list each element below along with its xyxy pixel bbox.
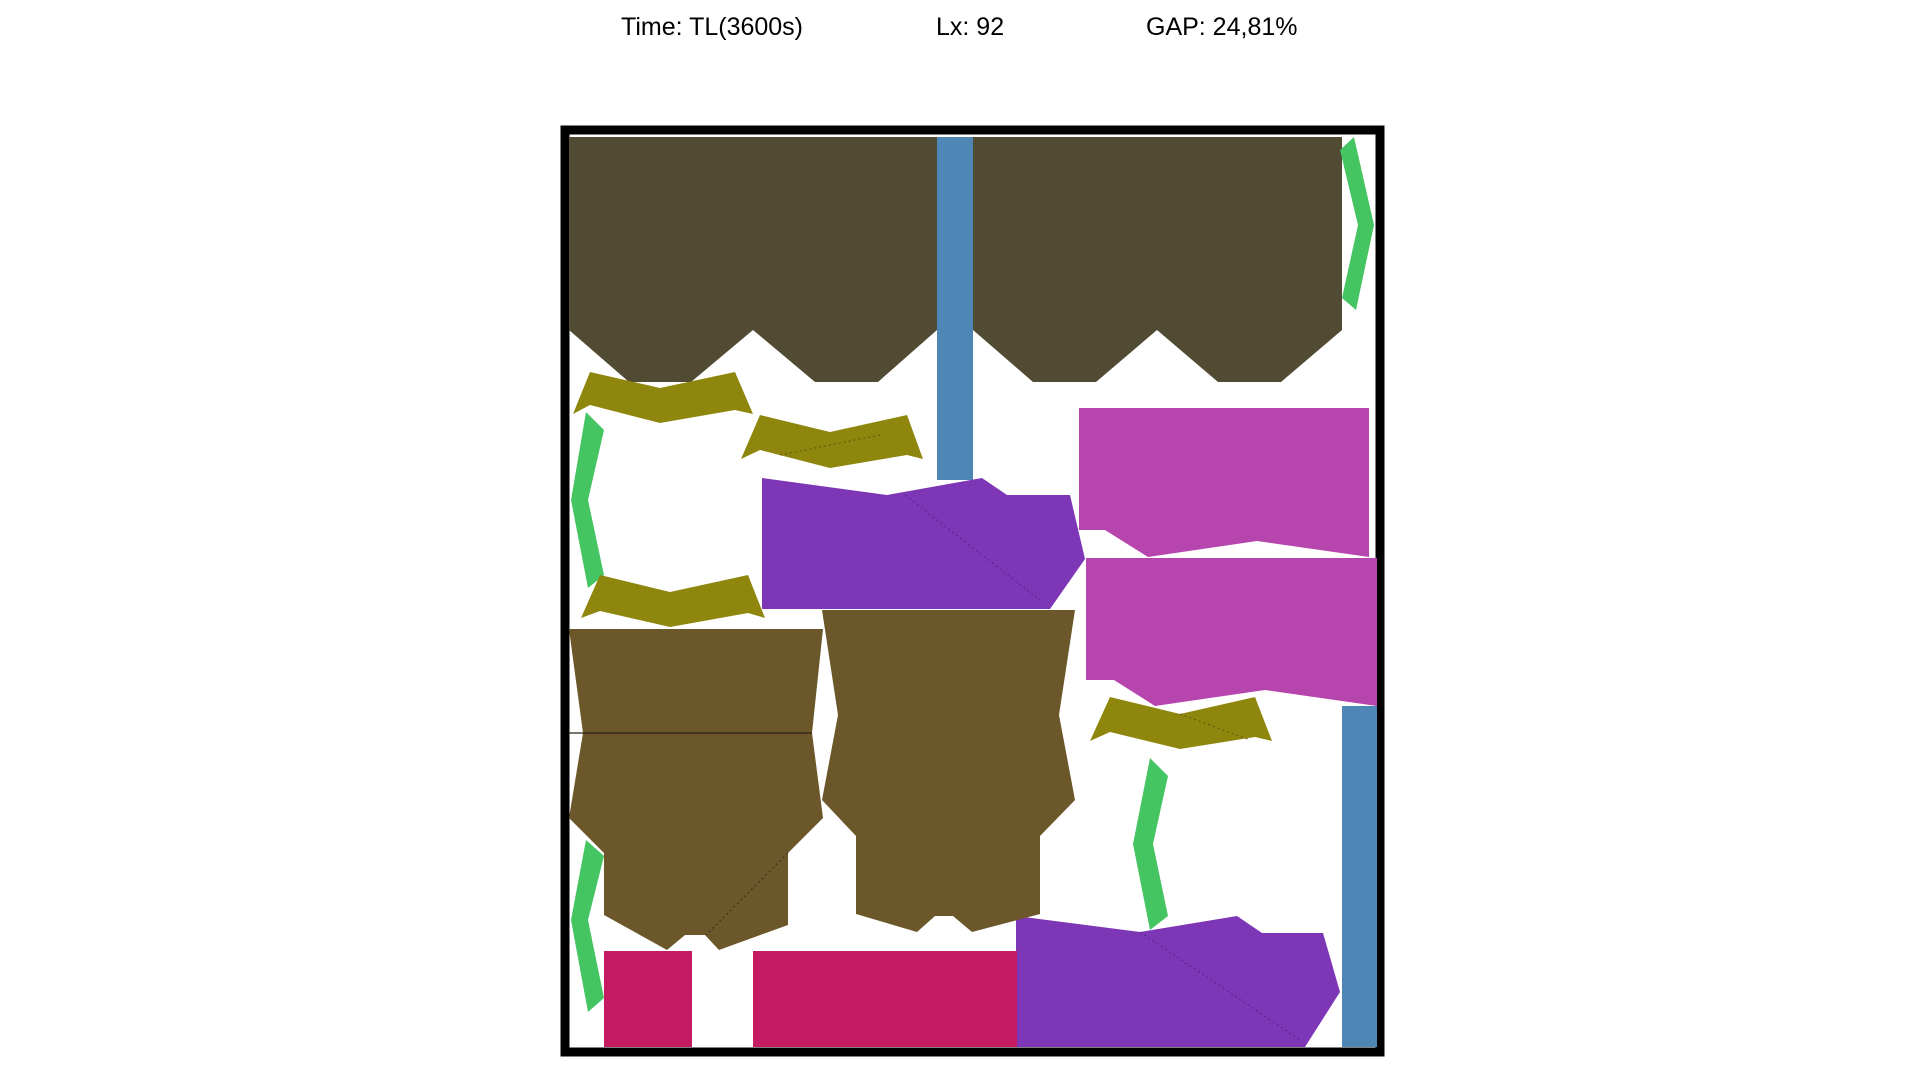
green-chevron-piece — [571, 840, 604, 1012]
seam-line — [705, 852, 789, 936]
seam-line — [1139, 931, 1301, 1041]
steel-blue-bar — [1342, 706, 1377, 1047]
seam-line — [904, 494, 1041, 601]
orchid-piece — [1079, 408, 1369, 557]
time-label: Time: TL(3600s) — [621, 13, 804, 41]
dark-olive-piece — [569, 137, 937, 382]
orchid-piece — [1086, 558, 1377, 706]
crimson-block — [604, 951, 692, 1047]
olive-bowtie-piece — [581, 575, 765, 627]
olive-bowtie-piece — [573, 372, 753, 423]
lx-label: Lx: 92 — [936, 13, 1005, 41]
purple-piece — [762, 478, 1085, 609]
green-chevron-piece — [1340, 137, 1374, 310]
seam-line — [779, 434, 881, 456]
green-chevron-piece — [571, 412, 604, 588]
olive-bowtie-piece — [1090, 697, 1272, 749]
crimson-block — [753, 951, 1017, 1047]
brown-piece — [569, 629, 823, 733]
dark-olive-piece — [973, 137, 1342, 382]
green-chevron-piece — [1133, 758, 1168, 930]
gap-label: GAP: 24,81% — [1146, 13, 1298, 41]
olive-bowtie-piece — [741, 415, 923, 468]
brown-piece — [569, 733, 823, 950]
purple-piece — [1016, 916, 1340, 1047]
steel-blue-bar — [937, 137, 973, 480]
brown-piece — [822, 610, 1075, 932]
